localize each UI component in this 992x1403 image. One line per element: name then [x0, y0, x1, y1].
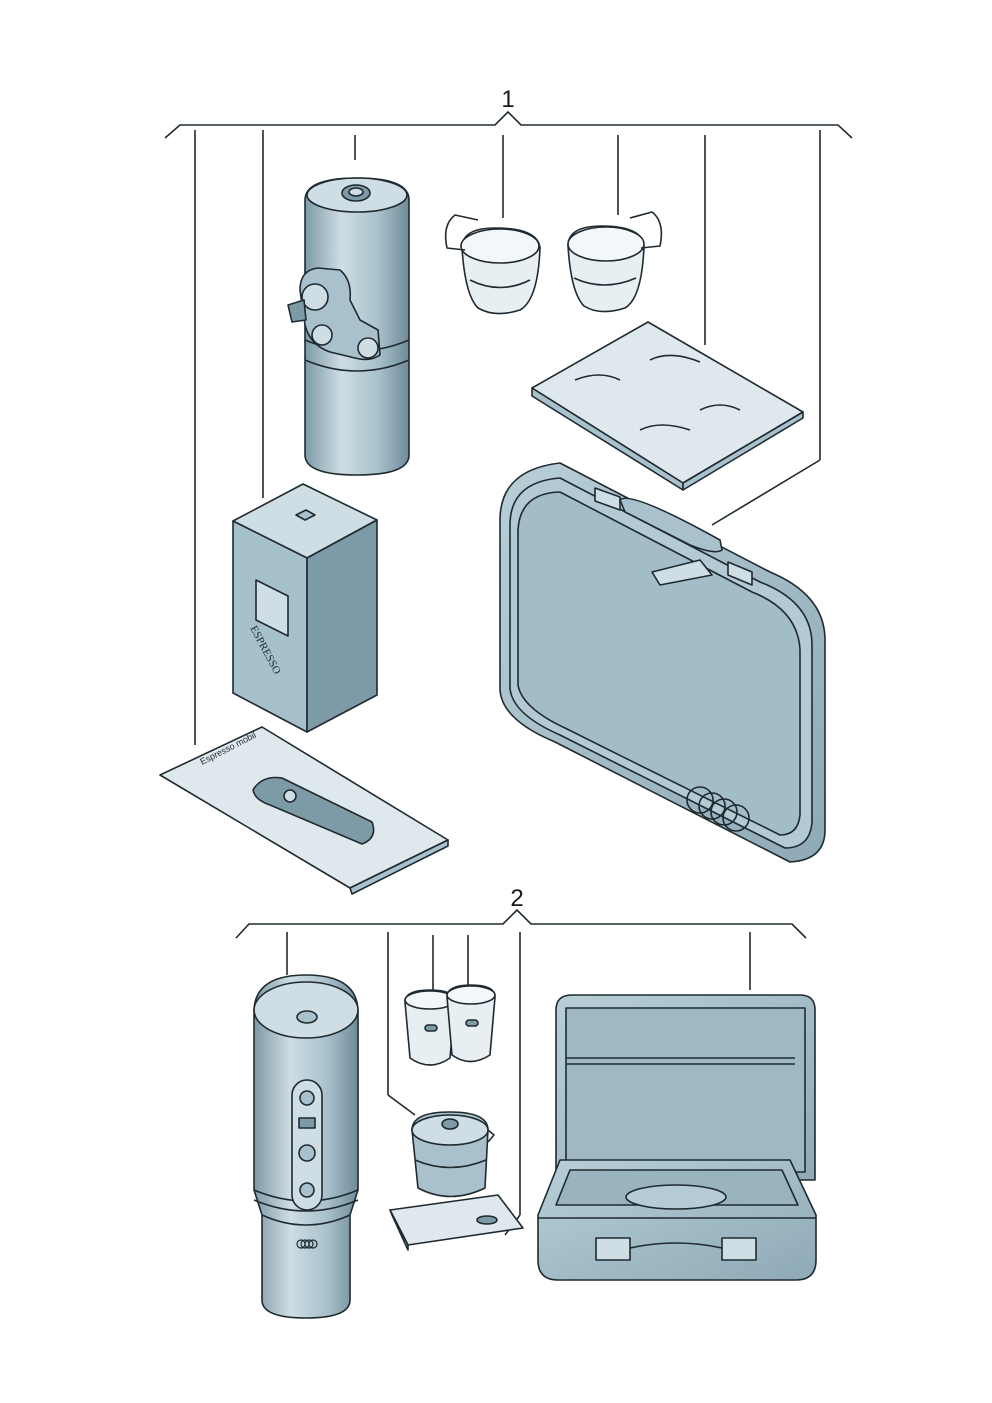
cups-pair [404, 984, 496, 1066]
cloth-pouch [531, 321, 804, 491]
leader-lines-2 [286, 932, 751, 1236]
carry-case-2 [537, 994, 817, 1281]
espresso-maker-1 [287, 177, 410, 476]
pod-holder [411, 1111, 495, 1198]
brand-rings-2 [296, 1239, 318, 1249]
group-2: 2 [235, 885, 817, 1319]
carry-case-1 [499, 462, 826, 863]
coffee-box: ESPRESSO [232, 483, 378, 733]
espresso-maker-2 [253, 974, 359, 1319]
callout-2: 2 [510, 885, 523, 912]
cleaning-cloth [389, 1194, 524, 1251]
callout-1: 1 [501, 86, 514, 113]
bracket-1 [164, 110, 853, 139]
group-1: 1 [159, 86, 853, 895]
leader-lines-1 [194, 130, 821, 745]
cup-1 [444, 214, 541, 315]
instruction-leaflet: Espresso mobil [159, 726, 449, 895]
brand-rings-1 [686, 786, 750, 832]
cup-2 [567, 211, 663, 313]
bracket-2 [235, 908, 807, 939]
